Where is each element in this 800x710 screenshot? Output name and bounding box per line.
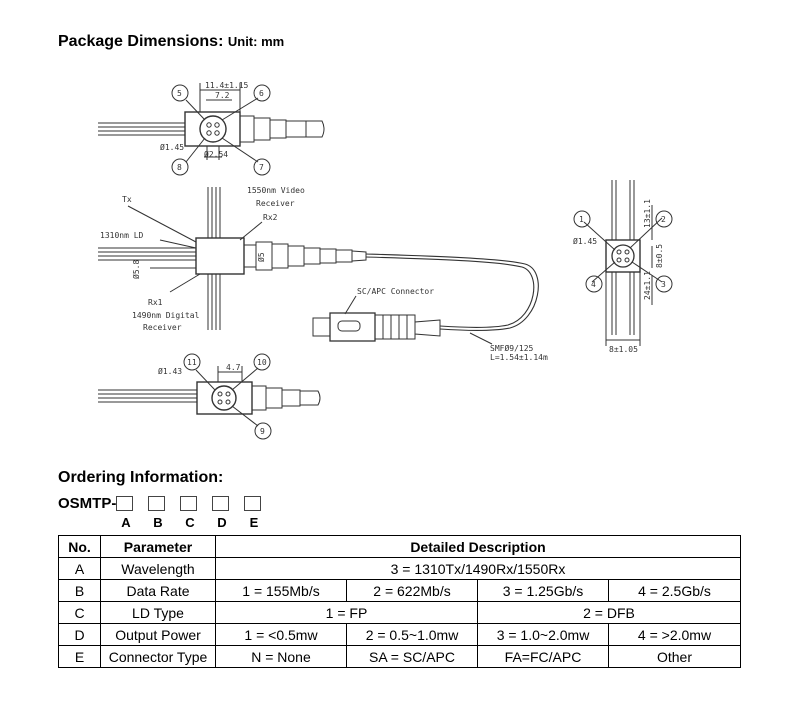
row-option: 2 = 622Mb/s [346, 579, 478, 602]
row-option: 1 = 155Mb/s [215, 579, 347, 602]
row-option: 2 = 0.5~1.0mw [346, 623, 478, 646]
callout-1: 1 [579, 215, 584, 224]
label-rx1: Rx1 [148, 298, 163, 307]
top-view [98, 83, 325, 176]
row-parameter: Data Rate [100, 579, 216, 602]
row-description: 3 = 1310Tx/1490Rx/1550Rx [215, 557, 741, 580]
bottom-dim-inner: 4.7 [226, 363, 241, 372]
label-tx: Tx [122, 195, 132, 204]
row-option: 1 = FP [215, 601, 478, 624]
row-no: C [58, 601, 101, 624]
top-dim-pin: Ø1.45 [160, 142, 184, 152]
code-letter-c: C [185, 515, 195, 530]
row-option: 3 = 1.25Gb/s [477, 579, 609, 602]
ordering-information-heading: Ordering Information: [58, 469, 224, 486]
callout-2: 2 [661, 215, 666, 224]
row-no: D [58, 623, 101, 646]
code-letter-a: A [121, 515, 131, 530]
row-no: E [58, 645, 101, 668]
top-dim-width: 11.4±1.15 [205, 81, 249, 90]
callout-8: 8 [177, 163, 182, 172]
table-row: D Output Power 1 = <0.5mw 2 = 0.5~1.0mw … [58, 623, 741, 646]
ordering-table: No. Parameter Detailed Description A Wav… [58, 535, 741, 668]
callout-11: 11 [187, 358, 197, 367]
table-row: E Connector Type N = None SA = SC/APC FA… [58, 645, 741, 668]
table-row: A Wavelength 3 = 1310Tx/1490Rx/1550Rx [58, 557, 741, 580]
code-letter-e: E [249, 515, 259, 530]
label-rx2: Rx2 [263, 213, 278, 222]
code-box-e [244, 495, 262, 511]
header-no: No. [58, 535, 101, 558]
row-option: FA=FC/APC [477, 645, 609, 668]
part-number-template: OSMTP- [58, 492, 276, 514]
bottom-view [98, 353, 321, 440]
code-box-c [180, 495, 198, 511]
row-option: 4 = 2.5Gb/s [608, 579, 741, 602]
label-digital-2: Receiver [143, 323, 182, 332]
row-no: B [58, 579, 101, 602]
label-digital: 1490nm Digital [132, 311, 200, 320]
header-parameter: Parameter [100, 535, 216, 558]
end-dim-width: 8±1.05 [609, 345, 638, 354]
row-parameter: LD Type [100, 601, 216, 624]
part-number-prefix: OSMTP- [58, 494, 117, 512]
label-video-2: Receiver [256, 199, 295, 208]
end-dim-pin: Ø1.45 [573, 236, 597, 246]
unit-label: Unit: mm [227, 34, 285, 49]
row-parameter: Output Power [100, 623, 216, 646]
label-length: L=1.54±1.14m [490, 353, 548, 362]
code-box-d [212, 495, 230, 511]
table-header-row: No. Parameter Detailed Description [58, 535, 741, 558]
callout-3: 3 [661, 280, 666, 289]
code-letter-b: B [153, 515, 163, 530]
label-dia: Ø5.8 [131, 260, 141, 279]
label-sc-connector: SC/APC Connector [357, 287, 434, 296]
code-box-a [116, 495, 134, 511]
callout-4: 4 [591, 280, 596, 289]
package-dimensions-heading: Package Dimensions: Unit: mm [58, 33, 284, 51]
package-dimension-drawing: 11.4±1.15 7.2 Ø1.45 Ø2.54 5 6 8 7 [98, 81, 673, 440]
end-dim-mid: 8±0.5 [655, 244, 664, 268]
callout-7: 7 [259, 163, 264, 172]
table-row: B Data Rate 1 = 155Mb/s 2 = 622Mb/s 3 = … [58, 579, 741, 602]
code-box-b [148, 495, 166, 511]
callout-5: 5 [177, 89, 182, 98]
label-video: 1550nm Video [247, 186, 305, 195]
bottom-dim-pin: Ø1.43 [158, 366, 182, 376]
row-option: N = None [215, 645, 347, 668]
end-dim-bottom: 24±1.1 [643, 271, 652, 300]
top-dim-pitch: Ø2.54 [204, 149, 228, 159]
row-option: 1 = <0.5mw [215, 623, 347, 646]
top-dim-inner: 7.2 [215, 91, 230, 100]
table-row: C LD Type 1 = FP 2 = DFB [58, 601, 741, 624]
row-option: 3 = 1.0~2.0mw [477, 623, 609, 646]
end-view [573, 180, 673, 346]
callout-9: 9 [260, 427, 265, 436]
end-dim-top: 13±1.1 [643, 199, 652, 228]
row-option: 4 = >2.0mw [608, 623, 741, 646]
header-description: Detailed Description [215, 535, 741, 558]
callout-10: 10 [257, 358, 267, 367]
label-ld: 1310nm LD [100, 231, 144, 240]
side-view [98, 187, 539, 345]
callout-6: 6 [259, 89, 264, 98]
row-option: SA = SC/APC [346, 645, 478, 668]
package-dimensions-title: Package Dimensions: [58, 33, 224, 50]
row-option: 2 = DFB [477, 601, 741, 624]
label-smf: SMFØ9/125 [490, 343, 534, 353]
row-no: A [58, 557, 101, 580]
code-letter-d: D [217, 515, 227, 530]
row-parameter: Wavelength [100, 557, 216, 580]
row-parameter: Connector Type [100, 645, 216, 668]
row-option: Other [608, 645, 741, 668]
label-body-dia: Ø5 [256, 252, 266, 262]
